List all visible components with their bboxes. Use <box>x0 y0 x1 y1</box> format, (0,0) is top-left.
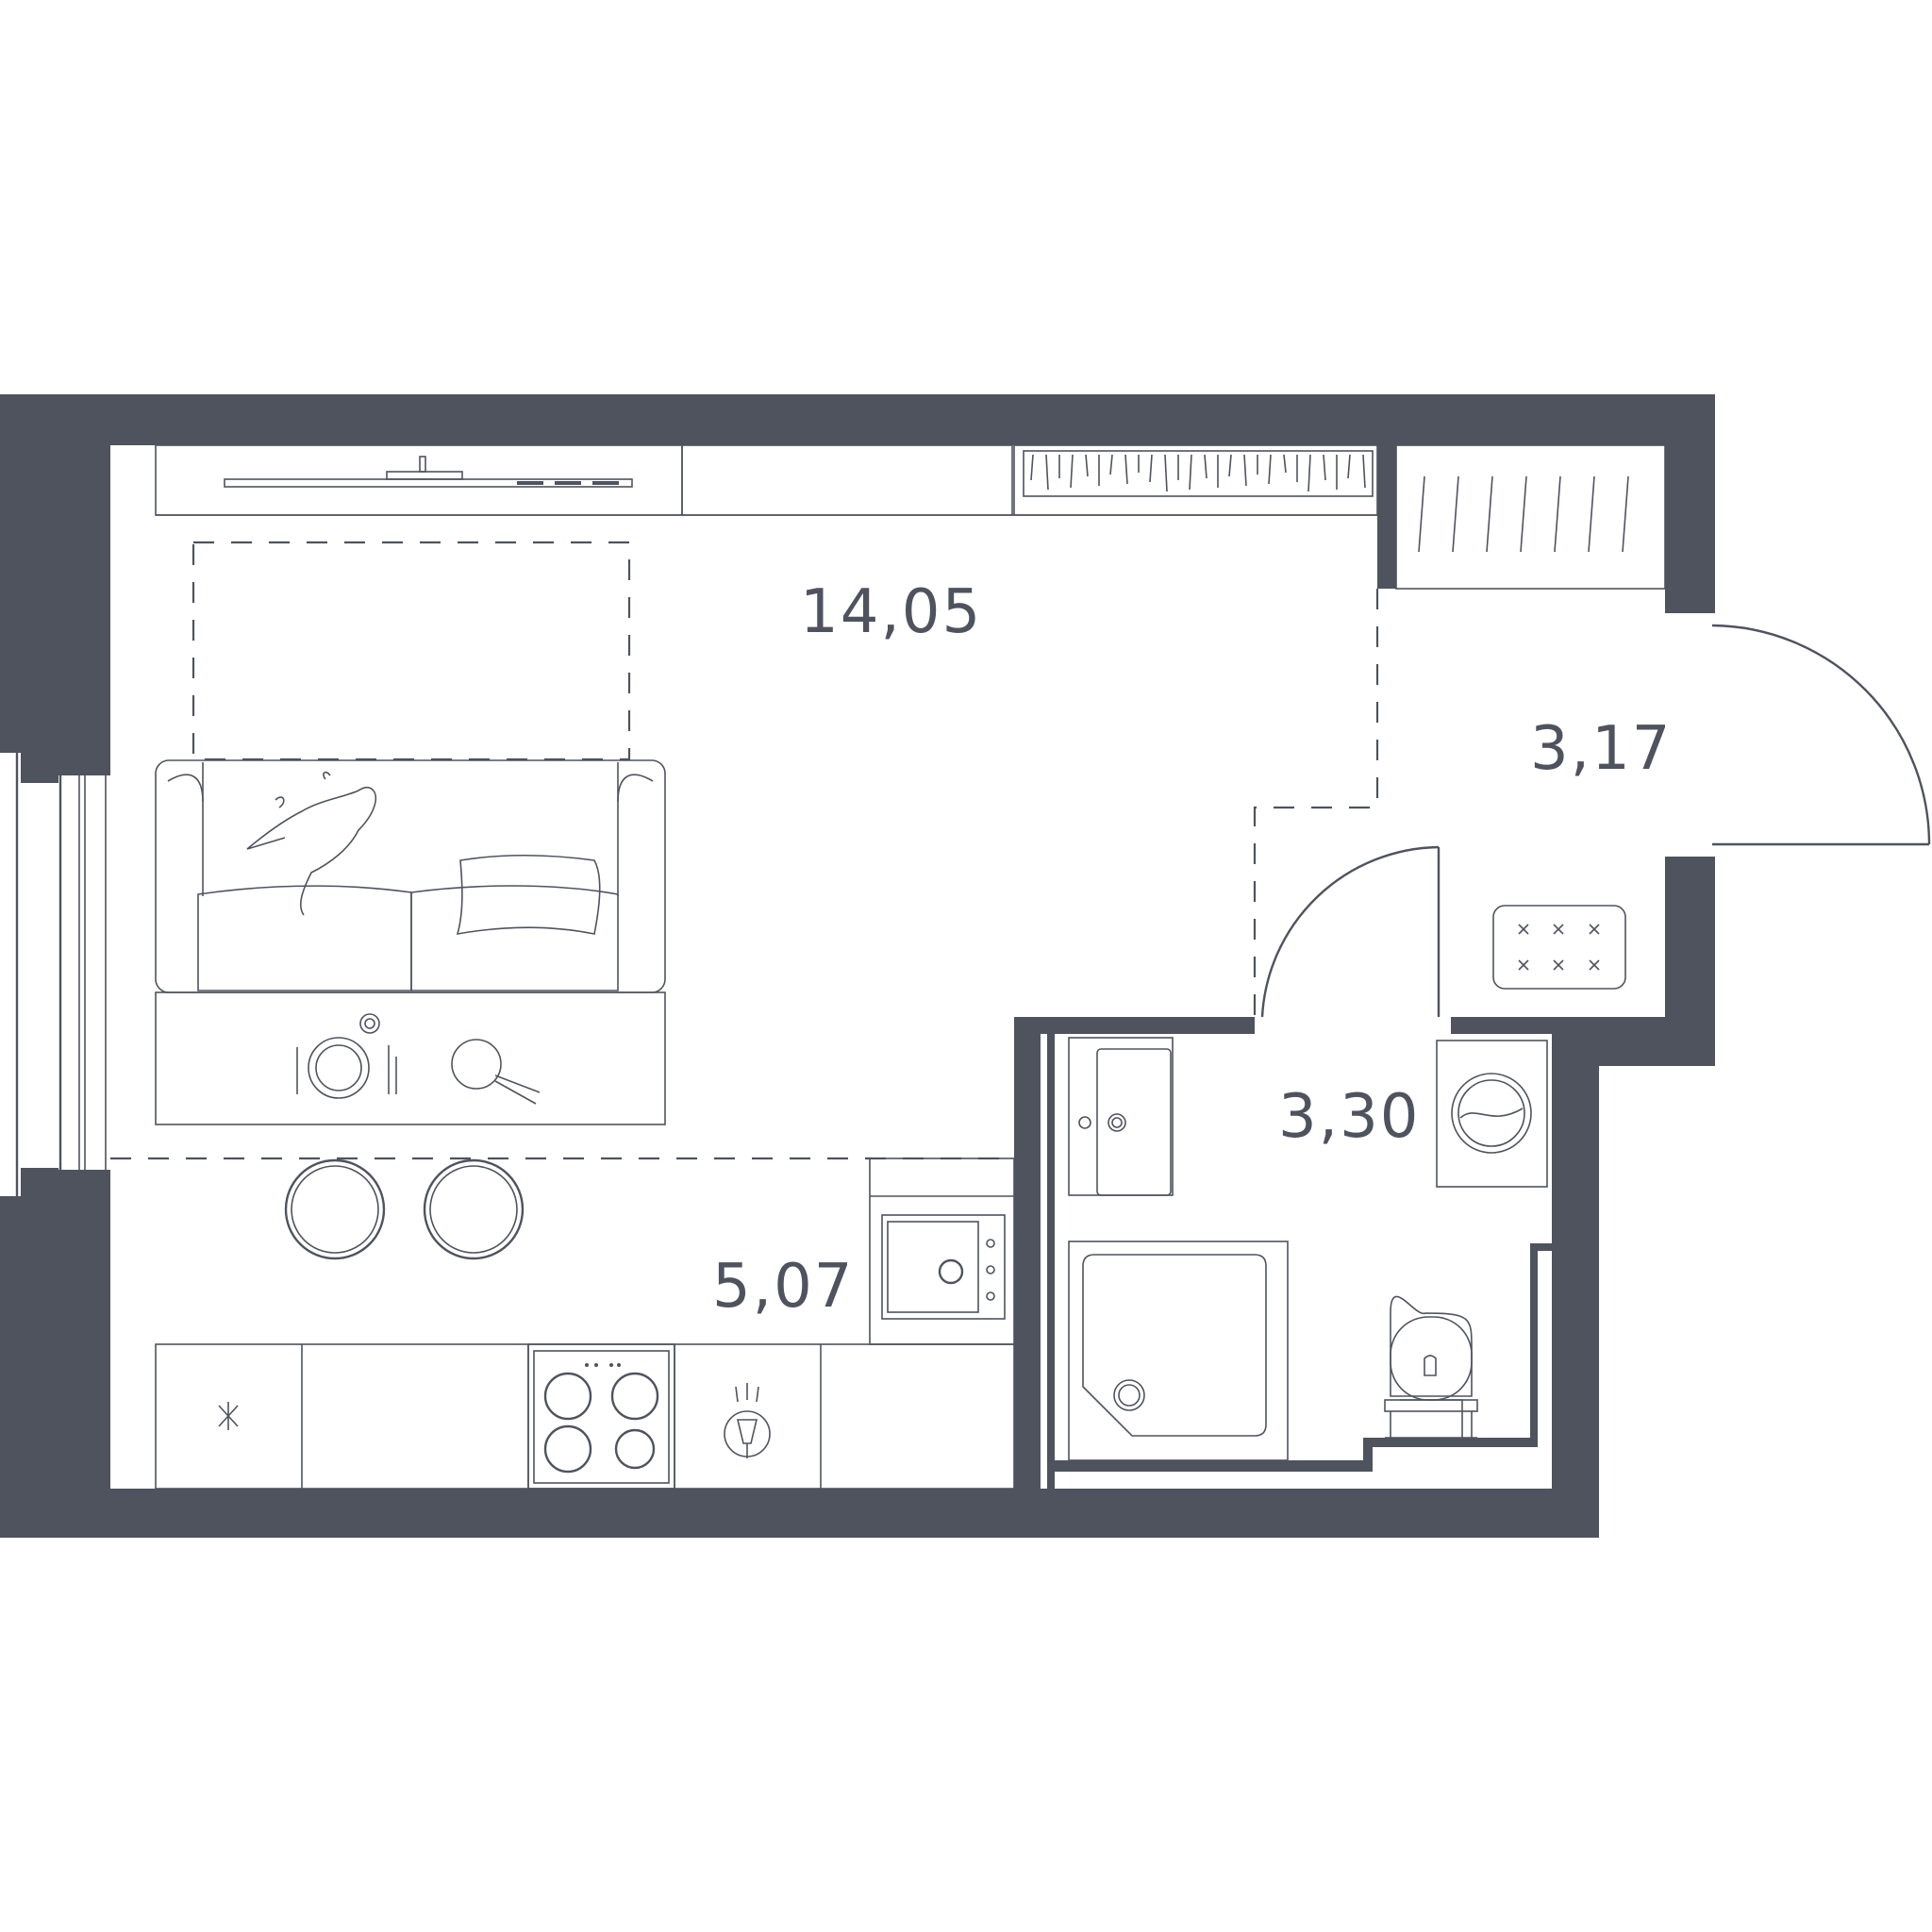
dining-table <box>155 991 666 1125</box>
stove-icon <box>527 1343 675 1490</box>
kitchen-counter <box>155 1343 1015 1490</box>
washing-machine-icon <box>1436 1040 1548 1188</box>
toilet-icon <box>1384 1295 1478 1439</box>
tv-cabinet <box>155 444 1377 516</box>
shoe-bench <box>1492 905 1626 990</box>
living-room-area: 14,05 <box>800 577 982 647</box>
dishwasher-icon <box>724 1383 771 1458</box>
storage-closet <box>1395 444 1666 590</box>
window-left <box>0 753 110 1196</box>
shower-icon <box>1068 1241 1289 1461</box>
wardrobe-icon <box>1013 444 1378 516</box>
bar-stools <box>284 1158 525 1260</box>
washbasin <box>1068 1037 1174 1196</box>
walls <box>0 394 1715 1538</box>
sofa-icon <box>155 759 666 993</box>
hallway-area: 3,17 <box>1530 714 1673 784</box>
zone-boundaries <box>110 541 1379 1160</box>
area-labels: 14,05 3,17 3,30 5,07 <box>712 577 1673 1322</box>
snowflake-icon <box>218 1402 239 1430</box>
kitchen-area: 5,07 <box>712 1252 855 1322</box>
bathroom-door <box>1260 845 1441 1018</box>
bathroom-area: 3,30 <box>1278 1082 1421 1152</box>
entrance-door <box>1665 613 1931 857</box>
sink-icon <box>869 1158 1015 1345</box>
tv-icon <box>224 456 633 488</box>
cat-icon <box>246 771 377 916</box>
